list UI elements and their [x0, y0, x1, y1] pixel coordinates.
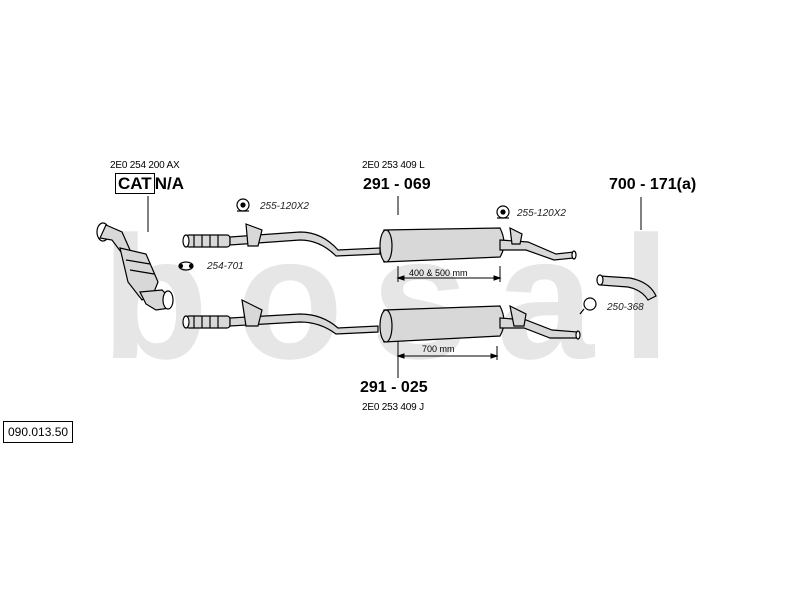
clamp-ring-icon — [579, 297, 597, 315]
lower-muffler-oem-number: 2E0 253 409 J — [362, 402, 424, 413]
tailpipe-part — [596, 274, 657, 301]
catalytic-converter-part — [96, 222, 174, 311]
clamp-tail-part-number[interactable]: 250-368 — [607, 302, 644, 313]
clamp-right-part-number[interactable]: 255-120X2 — [517, 208, 566, 219]
lower-exhaust-assembly — [182, 298, 581, 343]
upper-muffler-part-number[interactable]: 291 - 069 — [363, 176, 431, 193]
catalytic-oem-number: 2E0 254 200 AX — [110, 160, 180, 171]
gasket-icon — [178, 261, 194, 271]
cat-badge: CAT — [115, 173, 155, 194]
tailpipe-part-number[interactable]: 700 - 171(a) — [609, 176, 697, 193]
lower-muffler-part-number[interactable]: 291 - 025 — [360, 379, 428, 396]
cat-value: N/A — [154, 174, 184, 193]
clamp-icon — [496, 205, 510, 219]
clamp-icon — [236, 198, 250, 212]
gasket-part-number[interactable]: 254-701 — [207, 261, 244, 272]
upper-muffler-dimension: 400 & 500 mm — [409, 268, 468, 278]
upper-exhaust-assembly — [182, 223, 577, 263]
lower-muffler-dimension: 700 mm — [422, 344, 455, 354]
diagram-reference-number: 090.013.50 — [3, 421, 74, 443]
dimension-upper — [396, 266, 502, 282]
upper-muffler-oem-number: 2E0 253 409 L — [362, 160, 425, 171]
clamp-left-part-number[interactable]: 255-120X2 — [260, 201, 309, 212]
dimension-lower — [396, 346, 499, 360]
